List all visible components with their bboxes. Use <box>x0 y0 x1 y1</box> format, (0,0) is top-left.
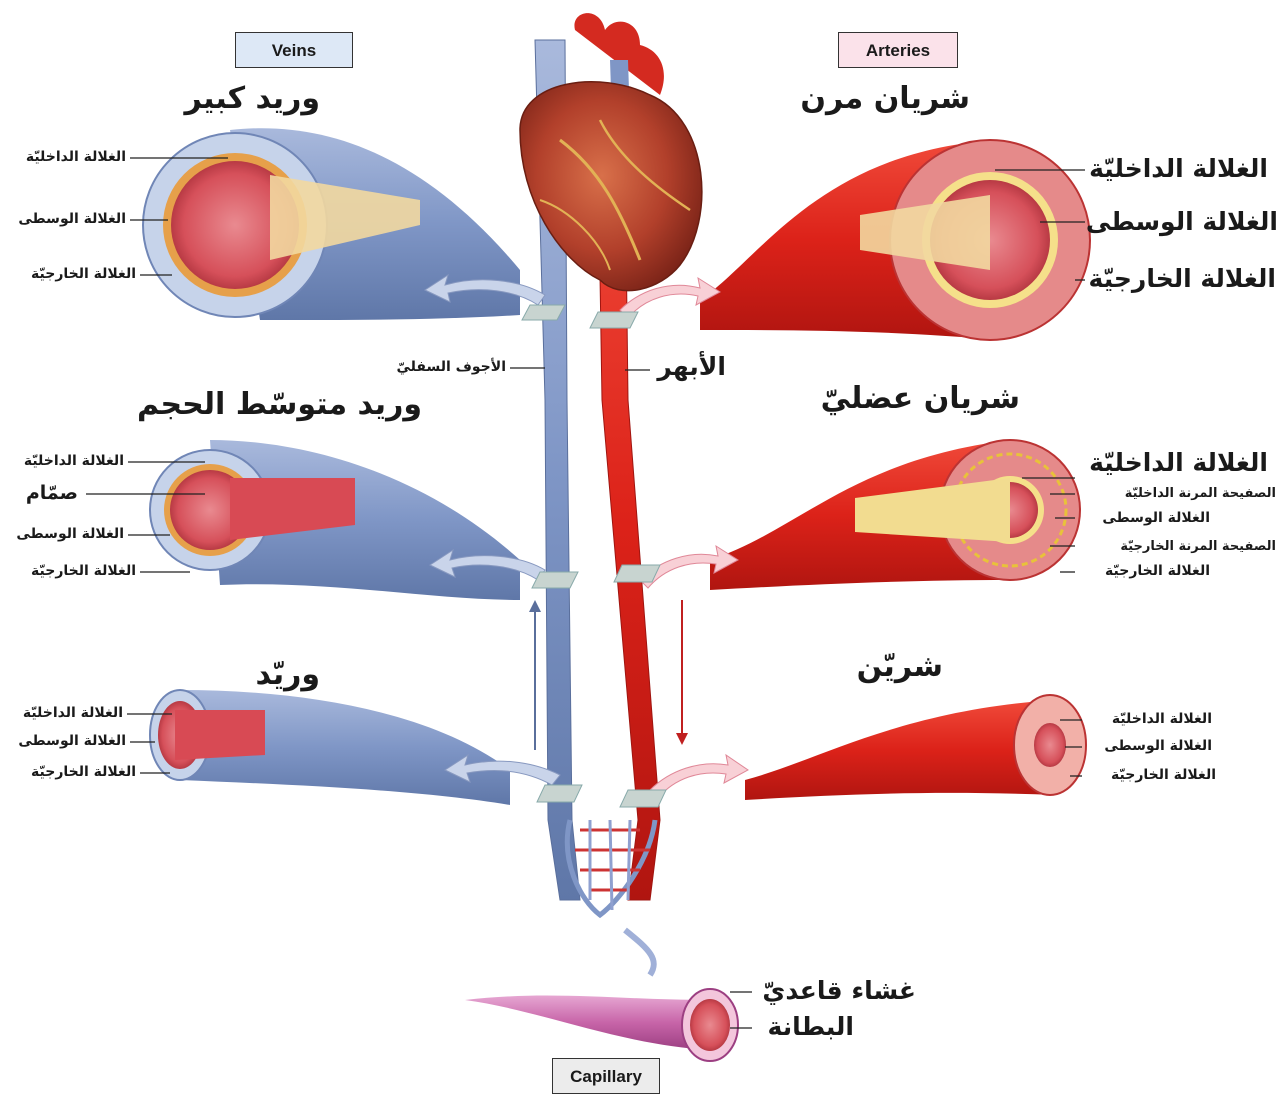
capillary-endothelium: البطانة <box>768 1014 854 1039</box>
muscular-artery-title: شريان عضليّ <box>821 384 1020 414</box>
arteriole-illustration <box>745 695 1086 800</box>
arteriole-tunica-intima: الغلالة الداخليّة <box>1112 712 1212 726</box>
medium-vein-tunica-media: الغلالة الوسطى <box>16 527 124 541</box>
medium-vein-tunica-externa: الغلالة الخارجيّة <box>31 564 136 578</box>
medium-vein-valve: صمّام <box>26 484 78 503</box>
medium-vein-title: وريد متوسّط الحجم <box>137 390 422 420</box>
venule-tunica-externa: الغلالة الخارجيّة <box>31 765 136 779</box>
venule-tunica-media: الغلالة الوسطى <box>18 734 126 748</box>
muscular-artery-tunica-externa: الغلالة الخارجيّة <box>1105 564 1210 578</box>
venule-title: وريّد <box>255 660 320 690</box>
arteriole-tunica-externa: الغلالة الخارجيّة <box>1111 768 1216 782</box>
medium-vein-illustration <box>150 440 520 600</box>
muscular-artery-illustration <box>710 440 1080 590</box>
veins-tag: Veins <box>235 32 353 68</box>
elastic-artery-title: شريان مرن <box>800 84 970 114</box>
capillary-illustration <box>465 989 738 1061</box>
large-vein-title: وريد كبير <box>184 84 320 114</box>
muscular-artery-tunica-media: الغلالة الوسطى <box>1102 511 1210 525</box>
elastic-artery-tunica-media: الغلالة الوسطى <box>1086 209 1278 234</box>
large-vein-tunica-intima: الغلالة الداخليّة <box>26 150 126 164</box>
large-vein-tunica-externa: الغلالة الخارجيّة <box>31 267 136 281</box>
capillary-tag: Capillary <box>552 1058 660 1094</box>
arteriole-tunica-media: الغلالة الوسطى <box>1104 739 1212 753</box>
elastic-artery-tunica-externa: الغلالة الخارجيّة <box>1089 266 1276 291</box>
muscular-artery-internal-elastic-lamina: الصفيحة المرنة الداخليّة <box>1125 487 1276 500</box>
muscular-artery-tunica-intima: الغلالة الداخليّة <box>1089 450 1268 475</box>
arteries-tag: Arteries <box>838 32 958 68</box>
venule-illustration <box>150 690 510 805</box>
large-vein-tunica-media: الغلالة الوسطى <box>18 212 126 226</box>
capillary-basement-membrane: غشاء قاعديّ <box>762 978 916 1003</box>
medium-vein-tunica-intima: الغلالة الداخليّة <box>24 454 124 468</box>
arteriole-title: شريّن <box>857 652 943 682</box>
large-vein-illustration <box>143 128 520 320</box>
vena-cava-label: الأجوف السفليّ <box>397 360 506 374</box>
aorta-label: الأبهر <box>657 354 726 379</box>
muscular-artery-external-elastic-lamina: الصفيحة المرنة الخارجيّة <box>1120 540 1276 553</box>
elastic-artery-tunica-intima: الغلالة الداخليّة <box>1089 156 1268 181</box>
venule-tunica-intima: الغلالة الداخليّة <box>23 706 123 720</box>
